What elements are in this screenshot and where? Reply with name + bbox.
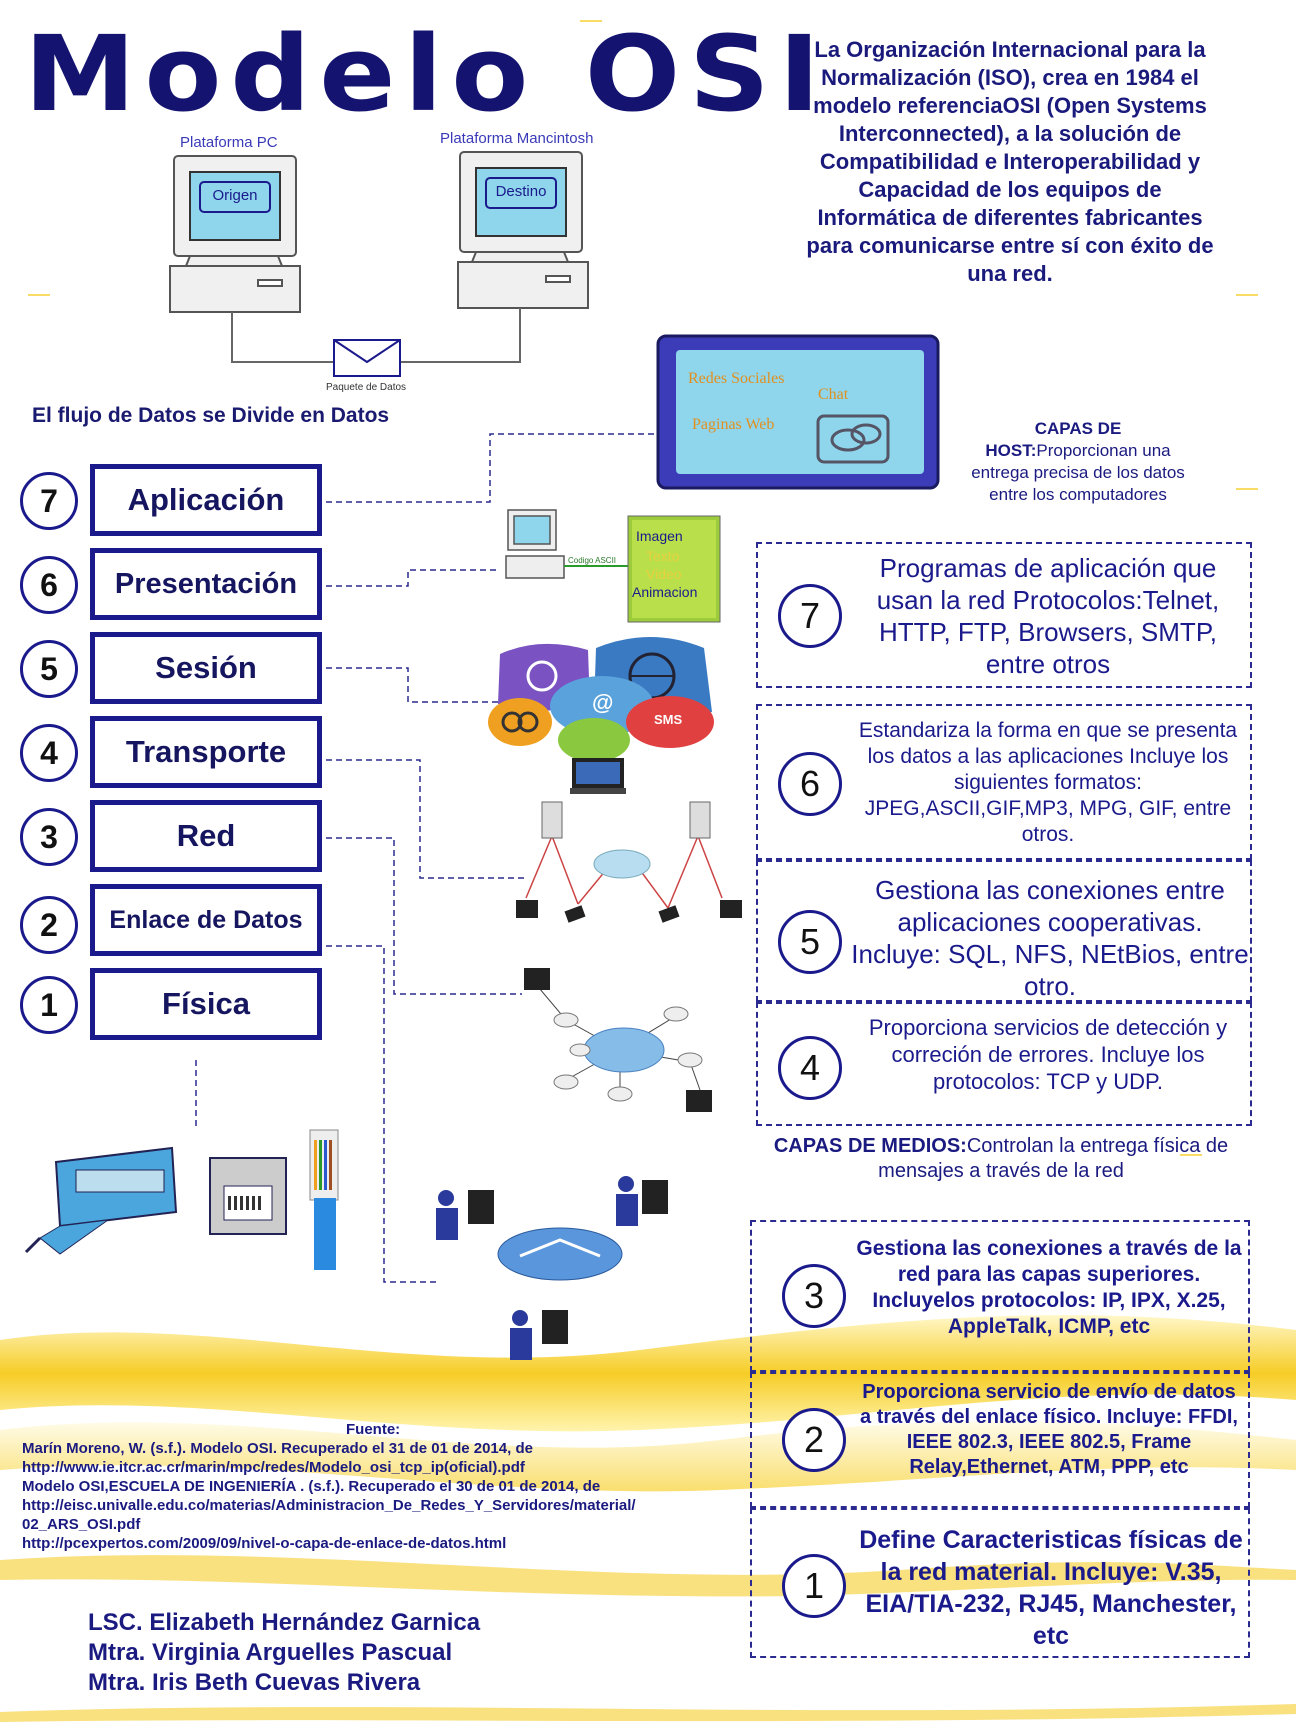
description-text: Proporciona servicios de detección y cor… bbox=[868, 1015, 1228, 1094]
at-sign-label: @ bbox=[592, 690, 614, 715]
description-text: Programas de aplicación que usan la red … bbox=[876, 553, 1220, 679]
people-network-icon bbox=[436, 1176, 668, 1360]
host-layers-note: CAPAS DE HOST:Proporcionan una entrega p… bbox=[958, 418, 1198, 506]
source-line: http://pcexpertos.com/2009/09/nivel-o-ca… bbox=[22, 1535, 507, 1552]
yellow-wave bbox=[0, 1555, 1296, 1597]
sms-label: SMS bbox=[654, 712, 683, 727]
description-panel-6: 6 Estandariza la forma en que se present… bbox=[756, 704, 1252, 860]
description-panel-1: 1 Define Caracteristicas físicas de la r… bbox=[750, 1508, 1250, 1658]
description-number: 1 bbox=[782, 1554, 846, 1618]
host-layers-text: Proporcionan una entrega precisa de los … bbox=[971, 441, 1185, 504]
sources-heading: Fuente: bbox=[346, 1421, 401, 1438]
pc-icon bbox=[516, 900, 742, 923]
description-number: 7 bbox=[778, 584, 842, 648]
description-number: 6 bbox=[778, 752, 842, 816]
layer-box-fisica: Física bbox=[90, 968, 322, 1040]
pc-icon bbox=[524, 968, 712, 1112]
intro-paragraph: La Organización Internacional para la No… bbox=[806, 37, 1214, 286]
media-layers-text: Controlan la entrega física de mensajes … bbox=[878, 1135, 1229, 1182]
chat-label: Chat bbox=[818, 386, 849, 403]
app-screen-icon bbox=[656, 334, 940, 490]
yellow-wave bbox=[0, 1315, 1296, 1432]
description-text: Gestiona las conexiones a través de la r… bbox=[856, 1237, 1242, 1338]
platform-pc-label: Plataforma PC bbox=[180, 134, 278, 151]
author-name: LSC. Elizabeth Hernández Garnica bbox=[88, 1609, 481, 1636]
description-panel-5: 5 Gestiona las conexiones entre aplicaci… bbox=[756, 860, 1252, 1002]
source-line: http://eisc.univalle.edu.co/materias/Adm… bbox=[22, 1497, 636, 1514]
layer-number: 5 bbox=[20, 640, 78, 698]
description-number: 5 bbox=[778, 910, 842, 974]
description-panel-7: 7 Programas de aplicación que usan la re… bbox=[756, 542, 1252, 688]
router-icon bbox=[553, 1006, 703, 1102]
origin-label: Origen bbox=[212, 187, 258, 204]
page-title: Modelo OSI bbox=[24, 13, 829, 135]
ascii-code-label: Codigo ASCII bbox=[568, 556, 617, 565]
layer-box-red: Red bbox=[90, 800, 322, 872]
media-layers-note: CAPAS DE MEDIOS:Controlan la entrega fís… bbox=[756, 1134, 1246, 1184]
author-name: Mtra. Virginia Arguelles Pascual bbox=[88, 1639, 453, 1666]
source-line: 02_ARS_OSI.pdf bbox=[22, 1516, 141, 1533]
source-line: Marín Moreno, W. (s.f.). Modelo OSI. Rec… bbox=[22, 1440, 533, 1457]
host-layers-heading: CAPAS DE HOST: bbox=[985, 419, 1122, 460]
media-video-label: Video bbox=[646, 566, 682, 582]
layer-box-aplicacion: Aplicación bbox=[90, 464, 322, 536]
layer-box-enlace-datos: Enlace de Datos bbox=[90, 884, 322, 956]
layer-box-sesion: Sesión bbox=[90, 632, 322, 704]
presentation-computer-icon bbox=[505, 509, 628, 579]
description-text: Gestiona las conexiones entre aplicacion… bbox=[851, 875, 1249, 1001]
layer-number: 7 bbox=[20, 472, 78, 530]
mac-computer-icon bbox=[457, 151, 589, 309]
source-line: Modelo OSI,ESCUELA DE INGENIERÍA . (s.f.… bbox=[22, 1478, 601, 1495]
layer-box-transporte: Transporte bbox=[90, 716, 322, 788]
layer-number: 2 bbox=[20, 896, 78, 954]
packet-connection-line bbox=[231, 308, 521, 377]
yellow-wave bbox=[0, 1704, 1296, 1722]
rj45-jack-icon bbox=[209, 1157, 287, 1235]
layer-number: 3 bbox=[20, 808, 78, 866]
sources-block: Fuente: Marín Moreno, W. (s.f.). Modelo … bbox=[22, 1420, 742, 1553]
media-card-icon bbox=[627, 515, 721, 623]
description-number: 4 bbox=[778, 1036, 842, 1100]
flow-caption: El flujo de Datos se Divide en Datos bbox=[32, 404, 390, 427]
media-image-label: Imagen bbox=[636, 528, 683, 544]
media-animation-label: Animacion bbox=[632, 584, 698, 600]
authors-block: LSC. Elizabeth Hernández Garnica Mtra. V… bbox=[88, 1608, 480, 1698]
layer-number: 6 bbox=[20, 556, 78, 614]
description-panel-4: 4 Proporciona servicios de detección y c… bbox=[756, 1002, 1252, 1126]
destination-label: Destino bbox=[495, 183, 547, 200]
server-icon bbox=[541, 801, 711, 839]
social-bubbles-icon bbox=[488, 637, 714, 794]
social-networks-label: Redes Sociales bbox=[688, 370, 785, 387]
pc-computer-icon bbox=[169, 155, 301, 313]
platform-mac-label: Plataforma Mancintosh bbox=[440, 130, 594, 147]
layer-number: 4 bbox=[20, 724, 78, 782]
yellow-wave bbox=[0, 1421, 1296, 1492]
description-text: Estandariza la forma en que se presenta … bbox=[858, 719, 1238, 846]
cloud-icon bbox=[593, 849, 651, 879]
description-text: Define Caracteristicas físicas de la red… bbox=[859, 1526, 1243, 1650]
source-line: http://www.ie.itcr.ac.cr/marin/mpc/redes… bbox=[22, 1459, 525, 1476]
packet-label: Paquete de Datos bbox=[326, 382, 407, 393]
utp-cable-icon bbox=[309, 1129, 339, 1270]
layer-box-presentacion: Presentación bbox=[90, 548, 322, 620]
media-layers-heading: CAPAS DE MEDIOS: bbox=[773, 1135, 967, 1157]
web-pages-label: Paginas Web bbox=[692, 416, 775, 433]
description-text: Proporciona servicio de envío de datos a… bbox=[860, 1381, 1238, 1478]
layer-number: 1 bbox=[20, 976, 78, 1034]
author-name: Mtra. Iris Beth Cuevas Rivera bbox=[88, 1669, 421, 1696]
description-number: 2 bbox=[782, 1408, 846, 1472]
description-panel-3: 3 Gestiona las conexiones a través de la… bbox=[750, 1220, 1250, 1372]
connector-lines bbox=[195, 433, 656, 1283]
description-number: 3 bbox=[782, 1264, 846, 1328]
cloud-icon bbox=[583, 1027, 665, 1073]
description-panel-2: 2 Proporciona servicio de envío de datos… bbox=[750, 1372, 1250, 1508]
media-text-label: Texto bbox=[646, 548, 680, 564]
modem-icon bbox=[24, 1146, 178, 1255]
